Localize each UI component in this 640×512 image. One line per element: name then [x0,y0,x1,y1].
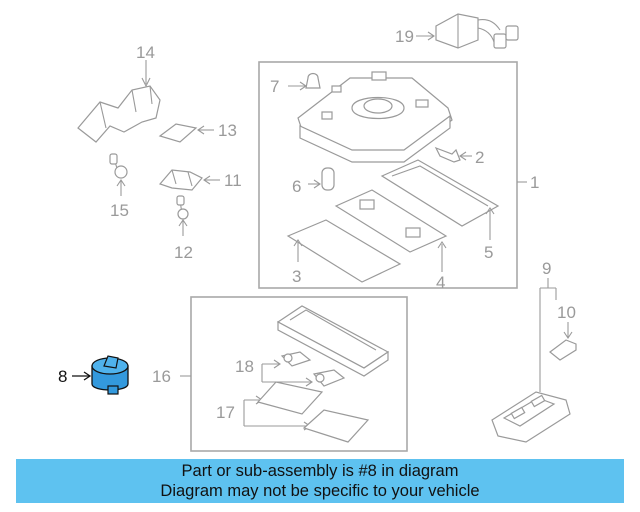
callout-2: 2 [475,148,484,167]
part-17-pad-a[interactable] [256,381,324,415]
part-12-screw[interactable] [176,195,189,236]
part-3-lens[interactable] [286,219,402,283]
callout-7: 7 [270,77,279,96]
part-14-bracket[interactable] [77,60,161,143]
part-15-screw[interactable] [109,153,128,196]
caption-banner: Part or sub-assembly is #8 in diagram Di… [16,459,624,503]
callout-19: 19 [395,27,414,46]
callout-8: 8 [58,367,67,386]
callout-1: 1 [530,173,539,192]
assembly-box-1 [258,61,518,289]
callout-18: 18 [235,357,254,376]
part-4-lens[interactable] [334,189,448,272]
part-11-clip[interactable] [158,169,220,191]
part-17-pad-b[interactable] [302,409,370,443]
callout-11: 11 [224,171,242,190]
caption-line-2: Diagram may not be specific to your vehi… [160,482,480,500]
callout-14: 14 [136,43,155,62]
part-19-connector[interactable] [416,13,519,49]
part-16-dome-lamp[interactable] [276,305,390,377]
callout-15: 15 [110,201,129,220]
callout-13: 13 [218,121,237,140]
assembly-box-16 [190,296,408,452]
part-7-bulb[interactable] [288,72,321,91]
leader-9 [539,278,557,392]
leader-18 [261,363,312,383]
callout-9: 9 [542,259,551,278]
callout-16: 16 [152,367,171,386]
part-9-map-lamp[interactable] [491,391,571,443]
callout-4: 4 [436,273,445,292]
part-6-bulb[interactable] [308,167,335,191]
part-8-highlighted[interactable] [72,355,129,395]
caption-line-1: Part or sub-assembly is #8 in diagram [181,462,459,480]
leader-18-arrows [273,359,313,387]
part-5-lens[interactable] [380,159,500,240]
callout-6: 6 [292,177,301,196]
callout-10: 10 [557,303,576,322]
callout-5: 5 [484,243,493,262]
part-main-console-housing[interactable] [297,71,453,163]
callout-3: 3 [292,267,301,286]
part-18-bulb-b[interactable] [312,369,346,387]
part-10-bulb[interactable] [549,322,577,361]
part-2-screw[interactable] [434,146,472,163]
part-13-pad[interactable] [158,123,214,143]
callout-17: 17 [216,403,235,422]
part-18-bulb-a[interactable] [280,351,312,367]
callout-12: 12 [174,243,193,262]
